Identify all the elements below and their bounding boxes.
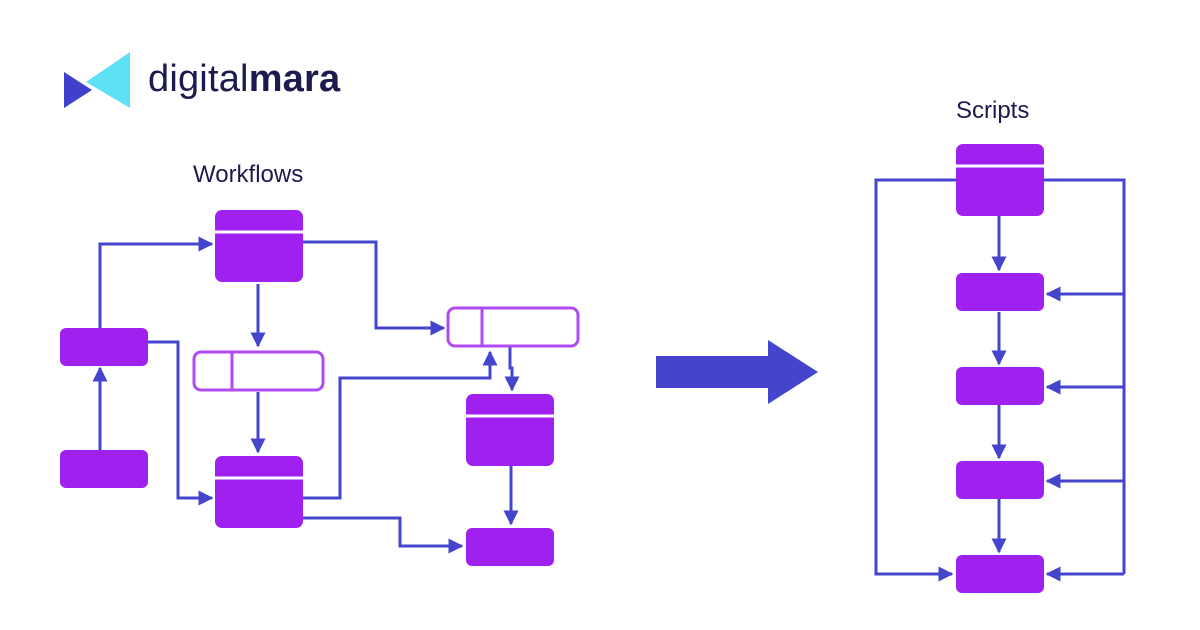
logo-wordmark: digitalmara <box>148 58 340 101</box>
workflows-nodes <box>60 210 580 566</box>
script-step-1 <box>956 273 1044 311</box>
logo-icon <box>64 52 130 108</box>
workflows-connectors <box>92 236 520 554</box>
workflow-window-right <box>466 394 554 466</box>
scripts-title: Scripts <box>956 97 1030 124</box>
script-window-top <box>956 144 1044 216</box>
workflow-node-left-top <box>60 328 148 366</box>
script-step-2 <box>956 367 1044 405</box>
script-step-4 <box>956 555 1044 593</box>
logo-text-light: digital <box>148 58 249 100</box>
workflow-node-bottom-right <box>466 528 554 566</box>
workflow-outlined-box-center <box>192 350 325 392</box>
scripts-connectors <box>874 178 1126 582</box>
scripts-nodes <box>956 144 1044 593</box>
workflows-title: Workflows <box>193 161 304 188</box>
workflow-window-bottom <box>215 456 303 528</box>
workflow-node-left-bottom <box>60 450 148 488</box>
script-step-3 <box>956 461 1044 499</box>
workflow-outlined-box-right <box>446 306 580 348</box>
transform-arrow-icon <box>656 340 818 404</box>
workflow-window-top <box>215 210 303 282</box>
logo-text-bold: mara <box>248 58 341 100</box>
